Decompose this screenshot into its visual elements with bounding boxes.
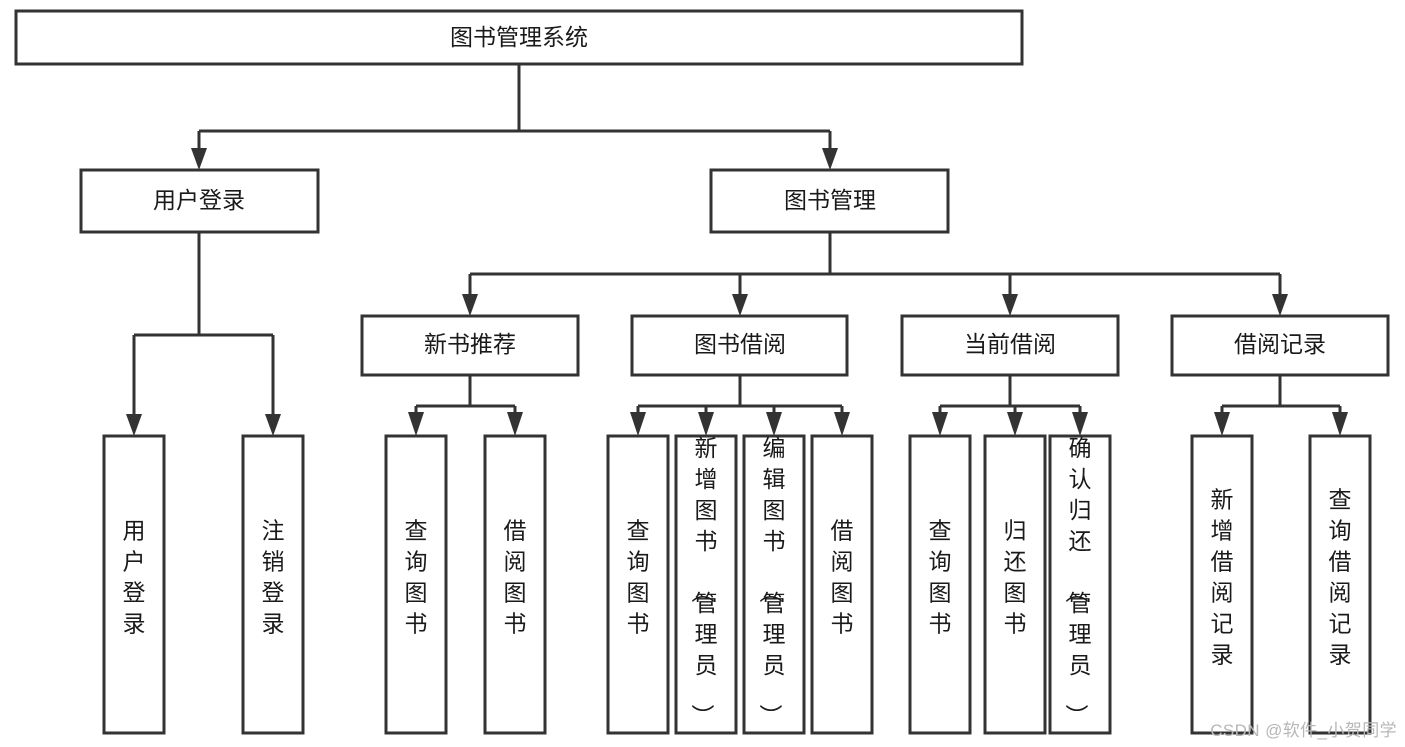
node-book-manage[interactable]: 图书管理: [709, 168, 950, 234]
arrowhead-leaf-query-record: [1332, 412, 1348, 436]
node-leaf-borrow-book-2-label: 借阅图书: [831, 518, 854, 637]
node-book-manage-label: 图书管理: [784, 187, 876, 213]
arrowhead-leaf-query-book-3: [932, 412, 948, 436]
node-new-book-rec[interactable]: 新书推荐: [360, 314, 580, 377]
node-leaf-query-record-label: 查询借阅记录: [1329, 487, 1352, 668]
arrowhead-leaf-confirm-return: [1072, 412, 1088, 436]
node-leaf-logout-box[interactable]: [241, 434, 305, 735]
node-leaf-confirm-return-label: 确认归还（管理员）: [1064, 435, 1092, 727]
node-borrow-record-label: 借阅记录: [1234, 331, 1326, 357]
arrowhead-new-book-rec: [462, 294, 478, 316]
node-leaf-return-book-box[interactable]: [983, 434, 1047, 735]
node-leaf-query-book-2-label: 查询图书: [627, 518, 650, 637]
node-leaf-query-record-box[interactable]: [1308, 434, 1372, 735]
node-new-book-rec-label: 新书推荐: [424, 331, 516, 357]
node-leaf-borrow-book-1-label: 借阅图书: [504, 518, 527, 637]
arrowhead-borrow-record: [1272, 294, 1288, 316]
node-current-borrow[interactable]: 当前借阅: [900, 314, 1120, 377]
csdn-watermark: CSDN @软件_小贺同学: [1210, 721, 1397, 740]
node-book-manage-box[interactable]: [709, 168, 950, 234]
arrowhead-leaf-logout: [265, 414, 281, 436]
node-user-login-label: 用户登录: [153, 187, 245, 213]
arrowhead-book-borrow: [732, 294, 748, 316]
node-leaf-query-book-1-label: 查询图书: [405, 518, 428, 637]
node-borrow-record-box[interactable]: [1170, 314, 1390, 377]
node-borrow-record[interactable]: 借阅记录: [1170, 314, 1390, 377]
node-leaf-add-record-box[interactable]: [1190, 434, 1254, 735]
node-leaf-user-login-label: 用户登录: [123, 518, 146, 637]
arrowhead-current-borrow: [1002, 294, 1018, 316]
node-root-label: 图书管理系统: [450, 24, 588, 50]
node-leaf-query-book-2-box[interactable]: [606, 434, 670, 735]
connector-layer: [126, 64, 1348, 436]
node-book-borrow-label: 图书借阅: [694, 331, 786, 357]
node-root-box[interactable]: [14, 9, 1024, 66]
leaf-node-layer: [102, 434, 1372, 735]
arrowhead-leaf-query-book-2: [630, 412, 646, 436]
node-new-book-rec-box[interactable]: [360, 314, 580, 377]
node-leaf-user-login-box[interactable]: [102, 434, 166, 735]
arrowhead-book-manage: [822, 148, 838, 170]
arrowhead-leaf-add-record: [1214, 412, 1230, 436]
arrowhead-user-login: [191, 148, 207, 170]
node-leaf-borrow-book-1-box[interactable]: [483, 434, 547, 735]
leaf-label-layer: 用户登录 注销登录 查询图书 借阅图书 查询图书 新增图书（管理员） 编辑图书（…: [123, 435, 1352, 727]
node-leaf-return-book-label: 归还图书: [1004, 518, 1027, 637]
arrowhead-leaf-borrow-book-1: [507, 412, 523, 436]
arrowhead-leaf-user-login: [126, 414, 142, 436]
node-leaf-query-book-3-label: 查询图书: [929, 518, 952, 637]
node-leaf-borrow-book-2-box[interactable]: [810, 434, 874, 735]
node-leaf-add-record-label: 新增借阅记录: [1211, 487, 1234, 668]
arrowhead-leaf-query-book-1: [408, 412, 424, 436]
node-leaf-add-book-label: 新增图书（管理员）: [690, 435, 718, 727]
arrowhead-leaf-return-book: [1007, 412, 1023, 436]
node-leaf-query-book-3-box[interactable]: [908, 434, 972, 735]
node-current-borrow-label: 当前借阅: [964, 331, 1056, 357]
node-leaf-edit-book-label: 编辑图书（管理员）: [758, 435, 786, 727]
arrowhead-leaf-borrow-book-2: [834, 412, 850, 436]
node-user-login-box[interactable]: [79, 168, 320, 234]
node-leaf-confirm-return-box[interactable]: [1048, 434, 1112, 735]
arrowhead-leaf-add-book: [698, 412, 714, 436]
node-book-borrow-box[interactable]: [630, 314, 849, 377]
node-current-borrow-box[interactable]: [900, 314, 1120, 377]
node-leaf-add-book-box[interactable]: [674, 434, 738, 735]
node-book-borrow[interactable]: 图书借阅: [630, 314, 849, 377]
node-leaf-edit-book-box[interactable]: [742, 434, 806, 735]
node-leaf-logout-label: 注销登录: [262, 518, 285, 637]
node-user-login[interactable]: 用户登录: [79, 168, 320, 234]
node-root[interactable]: 图书管理系统: [14, 9, 1024, 66]
arrowhead-leaf-edit-book: [766, 412, 782, 436]
node-leaf-query-book-1-box[interactable]: [384, 434, 448, 735]
